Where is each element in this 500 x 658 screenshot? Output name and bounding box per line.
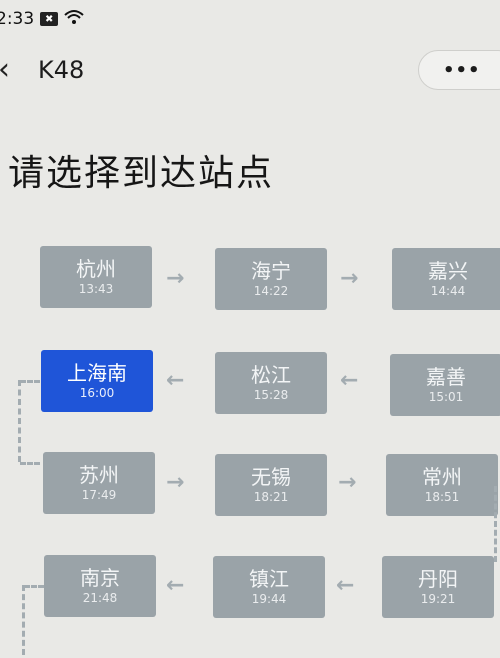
back-icon[interactable]: ‹	[0, 54, 10, 86]
station-time: 14:44	[430, 284, 466, 298]
arrow-right-icon: →	[340, 265, 359, 291]
page-nav-title: K48	[38, 56, 85, 84]
station-name: 嘉善	[426, 365, 466, 389]
connector-line	[22, 585, 25, 655]
station-name: 镇江	[249, 567, 289, 591]
station-jiaxing[interactable]: 嘉兴 14:44	[392, 248, 500, 310]
station-time: 18:21	[253, 490, 289, 504]
station-haining[interactable]: 海宁 14:22	[215, 248, 327, 310]
station-name: 常州	[422, 465, 462, 489]
station-name: 杭州	[76, 257, 116, 281]
station-time: 17:49	[81, 488, 117, 502]
arrow-right-icon: →	[166, 469, 185, 495]
station-hangzhou[interactable]: 杭州 13:43	[40, 246, 152, 308]
connector-line	[494, 486, 497, 562]
station-time: 19:44	[251, 592, 287, 606]
station-time: 21:48	[82, 591, 118, 605]
status-bar: 2:33 ✖	[0, 6, 84, 32]
notification-icon: ✖	[40, 12, 59, 26]
more-icon: •••	[443, 59, 481, 81]
station-time: 18:51	[424, 490, 460, 504]
station-time: 15:28	[253, 388, 289, 402]
station-time: 15:01	[428, 390, 464, 404]
arrow-left-icon: ←	[166, 367, 185, 393]
station-name: 海宁	[251, 259, 291, 283]
connector-line	[24, 585, 44, 588]
station-time: 16:00	[79, 386, 115, 400]
station-name: 上海南	[67, 361, 127, 385]
station-jiashan[interactable]: 嘉善 15:01	[390, 354, 500, 416]
station-wuxi[interactable]: 无锡 18:21	[215, 454, 327, 516]
arrow-left-icon: ←	[166, 572, 185, 598]
station-name: 苏州	[79, 463, 119, 487]
station-shanghainan[interactable]: 上海南 16:00	[41, 350, 153, 412]
station-nanjing[interactable]: 南京 21:48	[44, 555, 156, 617]
arrow-left-icon: ←	[336, 572, 355, 598]
status-time: 2:33	[0, 9, 35, 29]
connector-line	[20, 380, 40, 383]
station-time: 19:21	[420, 592, 456, 606]
connector-line	[20, 462, 40, 465]
station-name: 无锡	[251, 465, 291, 489]
arrow-left-icon: ←	[340, 367, 359, 393]
navigation-bar: ‹ K48 •••	[0, 50, 500, 94]
arrow-right-icon: →	[166, 265, 185, 291]
station-zhenjiang[interactable]: 镇江 19:44	[213, 556, 325, 618]
station-danyang[interactable]: 丹阳 19:21	[382, 556, 494, 618]
station-songjiang[interactable]: 松江 15:28	[215, 352, 327, 414]
more-button[interactable]: •••	[418, 50, 500, 90]
station-changzhou[interactable]: 常州 18:51	[386, 454, 498, 516]
station-name: 嘉兴	[428, 259, 468, 283]
page-title: 请选择到达站点	[8, 153, 275, 194]
connector-line	[18, 380, 21, 462]
station-name: 丹阳	[418, 567, 458, 591]
station-time: 13:43	[78, 282, 114, 296]
station-suzhou[interactable]: 苏州 17:49	[43, 452, 155, 514]
wifi-icon	[64, 9, 84, 29]
station-name: 松江	[251, 363, 291, 387]
arrow-right-icon: →	[338, 469, 357, 495]
station-time: 14:22	[253, 284, 289, 298]
station-name: 南京	[80, 566, 120, 590]
